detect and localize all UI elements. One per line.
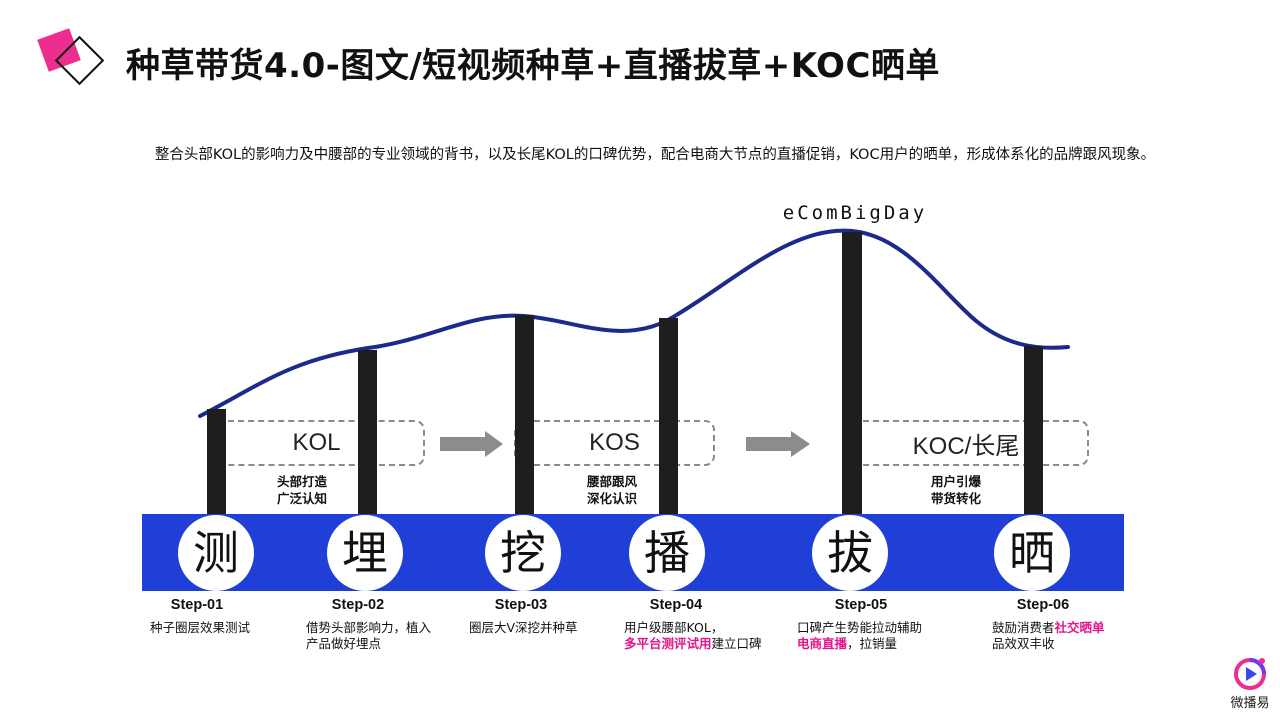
step-circle-4: 播 [629, 515, 705, 591]
stage-box-kos: KOS [514, 420, 715, 466]
step-title-6: Step-06 [1016, 597, 1070, 613]
stage-arrow-1-head [485, 431, 503, 457]
step-desc-text: ，拉销量 [847, 636, 898, 651]
step-desc-3: 圈层大V深挖并种草 [469, 620, 578, 636]
stage-desc-line: 深化认识 [586, 491, 637, 506]
step-circle-3: 挖 [485, 515, 561, 591]
step-desc-line: 圈层大V深挖并种草 [469, 620, 578, 635]
stage-desc-kol: 头部打造 广泛认知 [262, 473, 342, 507]
step-bar-2 [358, 350, 377, 517]
step-circle-1: 测 [178, 515, 254, 591]
step-desc-line: 口碑产生势能拉动辅助 [797, 620, 923, 635]
stage-arrow-1-shaft [440, 437, 485, 451]
step-title-2: Step-02 [331, 597, 385, 613]
step-desc-line: 电商直播，拉销量 [797, 636, 922, 652]
stage-desc-line: 腰部跟风 [586, 474, 637, 489]
step-circle-2: 埋 [327, 515, 403, 591]
step-desc-line: 借势头部影响力，植入 [306, 620, 432, 635]
step-desc-5: 口碑产生势能拉动辅助 电商直播，拉销量 [797, 620, 922, 652]
step-desc-1: 种子圈层效果测试 [150, 620, 250, 636]
stage-desc-line: 带货转化 [930, 491, 981, 506]
step-desc-line: 种子圈层效果测试 [150, 620, 251, 635]
brand-name: 微播易 [1230, 696, 1270, 711]
stage-box-koc: KOC/长尾 [843, 420, 1089, 466]
stage-desc-line: 用户引爆 [930, 474, 981, 489]
stage-desc-koc: 用户引爆 带货转化 [916, 473, 996, 507]
play-logo-icon [1234, 658, 1266, 690]
step-desc-text: 鼓励消费者 [992, 620, 1055, 635]
step-title-1: Step-01 [170, 597, 224, 613]
stage-arrow-2-shaft [746, 437, 791, 451]
step-title-3: Step-03 [494, 597, 548, 613]
step-desc-highlight: 电商直播 [797, 636, 848, 651]
step-bar-3 [515, 315, 534, 517]
step-title-4: Step-04 [649, 597, 703, 613]
step-desc-highlight: 社交晒单 [1054, 620, 1105, 635]
step-desc-2: 借势头部影响力，植入 产品做好埋点 [306, 620, 431, 652]
step-desc-line: 产品做好埋点 [306, 636, 382, 651]
step-desc-6: 鼓励消费者社交晒单 品效双丰收 [992, 620, 1105, 652]
step-desc-line: 鼓励消费者社交晒单 [992, 620, 1105, 636]
event-label: eComBigDay [782, 202, 928, 224]
stage-desc-line: 广泛认知 [276, 491, 327, 506]
brand-logo: 微播易 [1226, 656, 1274, 716]
step-desc-highlight: 多平台测评试用 [624, 636, 712, 651]
step-desc-4: 用户级腰部KOL， 多平台测评试用建立口碑 [624, 620, 762, 652]
step-desc-line: 多平台测评试用建立口碑 [624, 636, 762, 652]
page-subtitle: 整合头部KOL的影响力及中腰部的专业领域的背书，以及长尾KOL的口碑优势，配合电… [154, 147, 1156, 163]
step-desc-text: 建立口碑 [711, 636, 762, 651]
stage-desc-kos: 腰部跟风 深化认识 [572, 473, 652, 507]
step-title-5: Step-05 [834, 597, 888, 613]
step-desc-line: 品效双丰收 [992, 636, 1055, 651]
stage-arrow-2-head [791, 431, 810, 457]
step-bar-5 [842, 232, 862, 517]
step-circle-6: 晒 [994, 515, 1070, 591]
step-circle-5: 拔 [812, 515, 888, 591]
stage-desc-line: 头部打造 [276, 474, 327, 489]
page-title: 种草带货4.0-图文/短视频种草+直播拔草+KOC晒单 [126, 46, 940, 86]
step-desc-line: 用户级腰部KOL， [624, 620, 724, 635]
step-bar-1 [207, 409, 226, 517]
step-bar-6 [1024, 346, 1043, 517]
step-bar-4 [659, 318, 678, 517]
stage-box-kol: KOL [208, 420, 425, 466]
